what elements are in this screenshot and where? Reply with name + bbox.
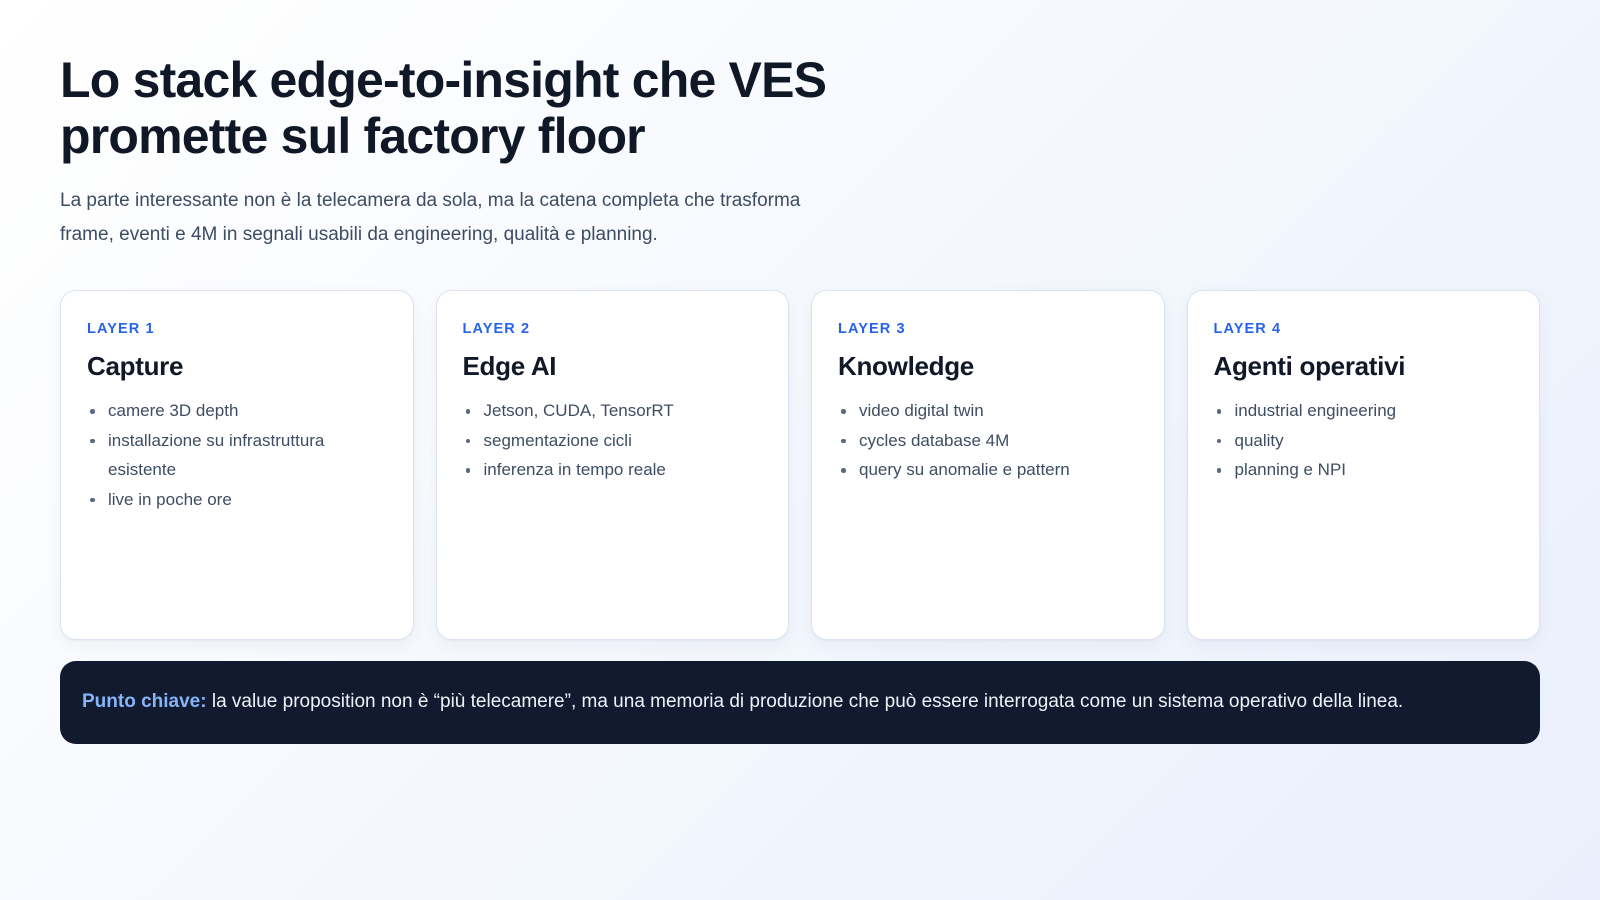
layer-card-4-kicker: LAYER 4: [1213, 321, 1282, 337]
key-point-callout: Punto chiave: la value proposition non è…: [60, 661, 1540, 744]
list-item: Jetson, CUDA, TensorRT: [463, 396, 761, 426]
page-subtitle: La parte interessante non è la telecamer…: [60, 190, 801, 245]
layer-card-1-kicker: LAYER 1: [87, 321, 155, 337]
layer-card-4-list: industrial engineering quality planning …: [1214, 396, 1512, 485]
key-point-lead: Punto chiave:: [82, 691, 207, 712]
layer-card-1[interactable]: LAYER 1 Capture camere 3D depth installa…: [60, 290, 414, 640]
layer-card-4-title: Agenti operativi: [1213, 351, 1406, 381]
key-point-text: Punto chiave: la value proposition non è…: [82, 686, 1508, 717]
layer-card-1-title: Capture: [87, 351, 184, 381]
layer-card-2[interactable]: LAYER 2 Edge AI Jetson, CUDA, TensorRT s…: [435, 290, 789, 640]
list-item: planning e NPI: [1214, 455, 1512, 485]
layer-card-4[interactable]: LAYER 4 Agenti operativi industrial engi…: [1186, 290, 1540, 640]
layer-card-3-title: Knowledge: [838, 351, 974, 381]
layer-cards-grid: LAYER 1 Capture camere 3D depth installa…: [60, 290, 1540, 640]
list-item: live in poche ore: [87, 485, 385, 515]
list-item: query su anomalie e pattern: [838, 455, 1136, 485]
list-item: quality: [1214, 426, 1512, 456]
layer-card-1-list: camere 3D depth installazione su infrast…: [87, 396, 385, 514]
layer-card-3-kicker: LAYER 3: [838, 321, 906, 337]
page-title: Lo stack edge-to-insight che VES promett…: [60, 52, 827, 164]
layer-card-2-title: Edge AI: [462, 351, 557, 381]
page-header: Lo stack edge-to-insight che VES promett…: [60, 52, 1020, 252]
layer-card-2-kicker: LAYER 2: [462, 321, 531, 337]
list-item: video digital twin: [838, 396, 1136, 426]
list-item: installazione su infrastruttura esistent…: [87, 426, 385, 485]
list-item: cycles database 4M: [838, 426, 1136, 456]
list-item: inferenza in tempo reale: [463, 455, 761, 485]
key-point-body: la value proposition non è “più telecame…: [206, 691, 1404, 712]
list-item: segmentazione cicli: [463, 426, 761, 456]
layer-card-3-list: video digital twin cycles database 4M qu…: [838, 396, 1136, 485]
layer-card-2-list: Jetson, CUDA, TensorRT segmentazione cic…: [463, 396, 761, 485]
list-item: industrial engineering: [1214, 396, 1512, 426]
list-item: camere 3D depth: [87, 396, 385, 426]
layer-card-3[interactable]: LAYER 3 Knowledge video digital twin cyc…: [811, 290, 1165, 640]
